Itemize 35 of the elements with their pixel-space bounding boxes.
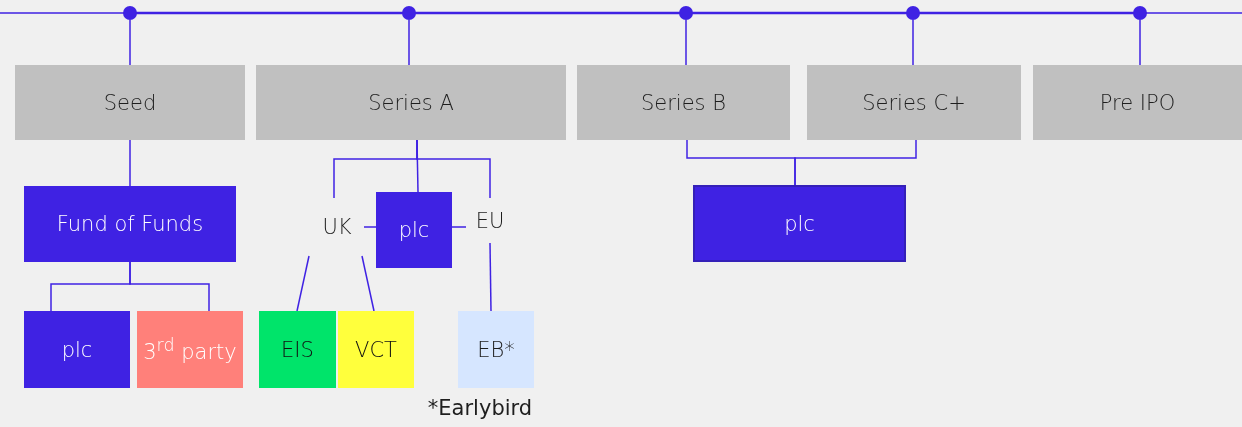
connector-line bbox=[296, 255, 310, 312]
stage-box: Seed bbox=[15, 65, 245, 140]
connector-line bbox=[129, 19, 131, 66]
connector-line bbox=[363, 226, 377, 228]
entity-box: Fund of Funds bbox=[24, 186, 236, 262]
scheme-box: VCT bbox=[338, 311, 414, 388]
connector-line bbox=[361, 255, 375, 312]
connector-line bbox=[1139, 19, 1141, 66]
connector-line bbox=[129, 139, 131, 187]
stage-box: Pre IPO bbox=[1033, 65, 1242, 140]
scheme-box: EIS bbox=[259, 311, 336, 388]
connector-line bbox=[489, 242, 492, 312]
footnote-text: *Earlybird bbox=[426, 396, 534, 420]
timeline-dot bbox=[402, 6, 416, 20]
entity-box: plc bbox=[376, 192, 452, 268]
connector-line bbox=[416, 139, 491, 199]
connector-line bbox=[912, 19, 914, 66]
connector-line bbox=[794, 139, 917, 186]
stage-box: Series C+ bbox=[807, 65, 1021, 140]
entity-box: plc bbox=[693, 185, 906, 262]
entity-box: 3$^{rd}$ party bbox=[137, 311, 243, 388]
entity-box: plc bbox=[24, 311, 130, 388]
timeline-dot bbox=[123, 6, 137, 20]
scheme-box: EB* bbox=[458, 311, 534, 388]
stage-box: Series B bbox=[577, 65, 790, 140]
connector-line bbox=[408, 19, 410, 66]
region-label: UK bbox=[310, 198, 364, 256]
connector-line bbox=[129, 261, 210, 312]
timeline-dot bbox=[679, 6, 693, 20]
connector-line bbox=[685, 19, 687, 66]
region-label: EU bbox=[466, 198, 514, 243]
connector-line bbox=[451, 226, 467, 228]
stage-box: Series A bbox=[256, 65, 566, 140]
timeline-dot bbox=[1133, 6, 1147, 20]
timeline-dot bbox=[906, 6, 920, 20]
